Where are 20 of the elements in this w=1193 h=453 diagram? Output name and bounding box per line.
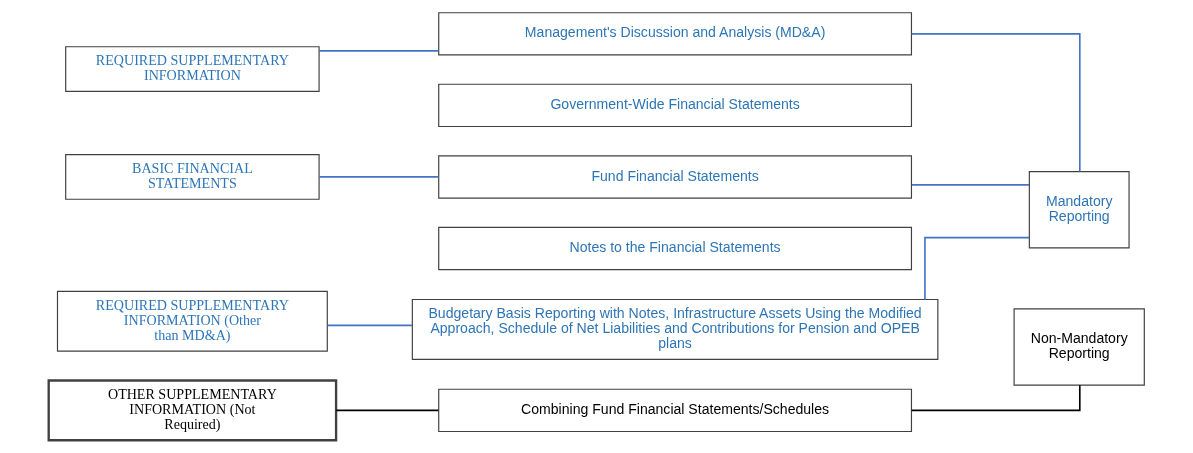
node-box: Budgetary Basis Reporting with Notes, Infrastructure Assets Using the Modified Approach, Schedule of Net Liabilities and Contributions for Pension and OPEB plans xyxy=(411,298,939,360)
node-box: Non-Mandatory Reporting xyxy=(1013,308,1145,386)
connector xyxy=(318,50,440,52)
node-box: Notes to the Financial Statements xyxy=(438,226,913,271)
connector xyxy=(911,184,1030,186)
node-box: BASIC FINANCIAL STATEMENTS xyxy=(65,154,320,200)
connector xyxy=(326,324,413,327)
connector xyxy=(924,236,1030,301)
connector xyxy=(318,176,440,178)
node-box: REQUIRED SUPPLEMENTARY INFORMATION xyxy=(65,46,320,92)
node-box: Mandatory Reporting xyxy=(1028,171,1130,249)
connector xyxy=(910,33,1081,173)
node-box: Management's Discussion and Analysis (MD&A) xyxy=(438,12,913,56)
connector xyxy=(335,409,440,412)
node-box: Combining Fund Financial Statements/Schedules xyxy=(438,388,913,433)
node-box: Government-Wide Financial Statements xyxy=(438,83,913,128)
node-box: Fund Financial Statements xyxy=(438,155,913,199)
connector xyxy=(910,384,1081,412)
node-box: OTHER SUPPLEMENTARY INFORMATION (Not Required) xyxy=(47,379,338,442)
node-box: REQUIRED SUPPLEMENTARY INFORMATION (Other than MD&A) xyxy=(56,290,328,352)
